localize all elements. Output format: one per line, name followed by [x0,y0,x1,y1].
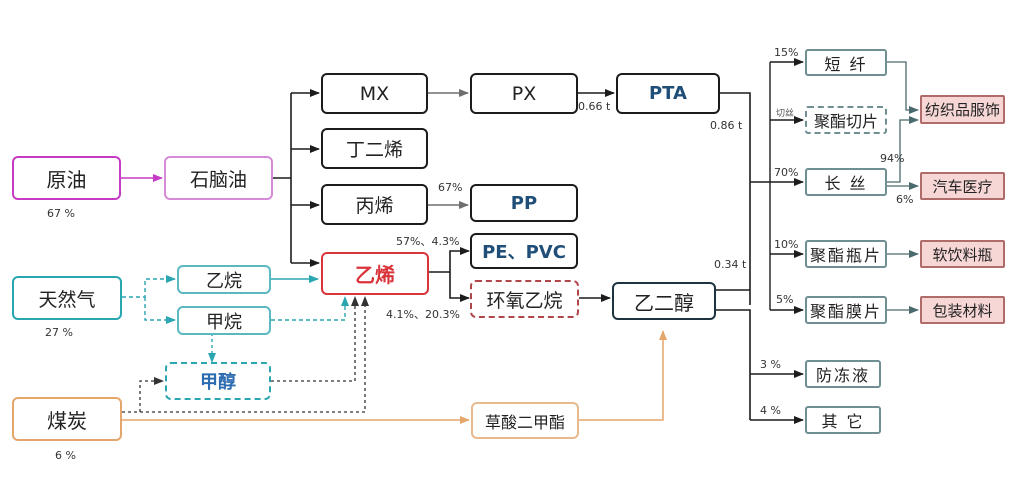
staple-to-textiles-arrow [887,61,919,114]
filament-to-textiles-arrow [887,116,919,183]
label-to-auto-medical: 6% [896,193,914,206]
node-bottle-chips: 聚酯瓶片 [805,240,887,268]
node-packaging-materials: 包装材料 [920,296,1005,324]
label-propylene-to-pp: 67% [438,181,463,194]
node-textiles-apparel: 纺织品服饰 [920,95,1005,124]
node-coal: 煤炭 [12,397,122,441]
label-crude-oil-share: 67 % [47,207,75,220]
label-to-staple-fiber: 15% [774,46,799,59]
node-butadiene: 丁二烯 [321,128,428,169]
methanol-to-ethylene-arrow [271,296,359,382]
methane-to-ethylene-arrow [271,296,349,321]
node-pe-pvc: PE、PVC [470,233,578,269]
dmo-to-eg-arrow [579,330,667,421]
node-film-chips: 聚酯膜片 [805,296,887,324]
label-to-polyester-chips: 切丝 [776,109,795,119]
label-to-filament: 70% [774,166,799,179]
ethylene-to-pe-arrow [429,247,470,273]
label-px-to-pta: 0.66 t [578,100,611,113]
node-crude-oil: 原油 [12,156,121,200]
label-natural-gas-share: 27 % [45,326,73,339]
node-methanol: 甲醇 [165,362,271,400]
coal-to-methanol-arrow [122,377,164,413]
node-staple-fiber: 短 纤 [805,49,887,76]
node-px: PX [470,73,578,114]
label-to-antifreeze: 3 % [760,358,781,371]
label-to-textiles: 94% [880,152,905,165]
node-pp: PP [470,184,578,222]
node-ethylene-glycol: 乙二醇 [612,282,716,320]
label-to-others: 4 % [760,404,781,417]
node-mx: MX [321,73,428,114]
node-ethylene-oxide: 环氧乙烷 [470,280,579,318]
node-soft-drink-bottles: 软饮料瓶 [920,240,1005,268]
node-pta: PTA [616,73,720,114]
gas-to-ethane-arrow [122,275,176,298]
gas-to-methane-arrow [144,297,176,324]
label-eg-to-polyester: 0.34 t [714,258,747,271]
node-filament: 长 丝 [805,168,887,196]
node-others: 其 它 [805,406,881,434]
node-natural-gas: 天然气 [12,276,122,320]
label-to-bottle-chips: 10% [774,238,799,251]
node-auto-medical: 汽车医疗 [920,172,1005,200]
label-ethylene-to-eo: 4.1%、20.3% [386,308,460,321]
node-propylene: 丙烯 [321,184,428,225]
ethylene-to-eo-arrow [449,272,470,302]
node-ethylene: 乙烯 [321,252,429,295]
node-dimethyl-oxalate: 草酸二甲酯 [471,402,579,439]
label-to-film-chips: 5% [776,293,794,306]
node-methane: 甲烷 [177,306,271,335]
node-naphtha: 石脑油 [164,156,273,200]
label-ethylene-to-pe-pvc: 57%、4.3% [396,235,460,248]
coal-to-ethylene-arrow [140,296,369,413]
label-pta-to-polyester: 0.86 t [710,119,743,132]
node-polyester-chips: 聚酯切片 [805,106,887,134]
label-coal-share: 6 % [55,449,76,462]
node-ethane: 乙烷 [177,265,271,294]
node-antifreeze: 防冻液 [805,360,881,388]
